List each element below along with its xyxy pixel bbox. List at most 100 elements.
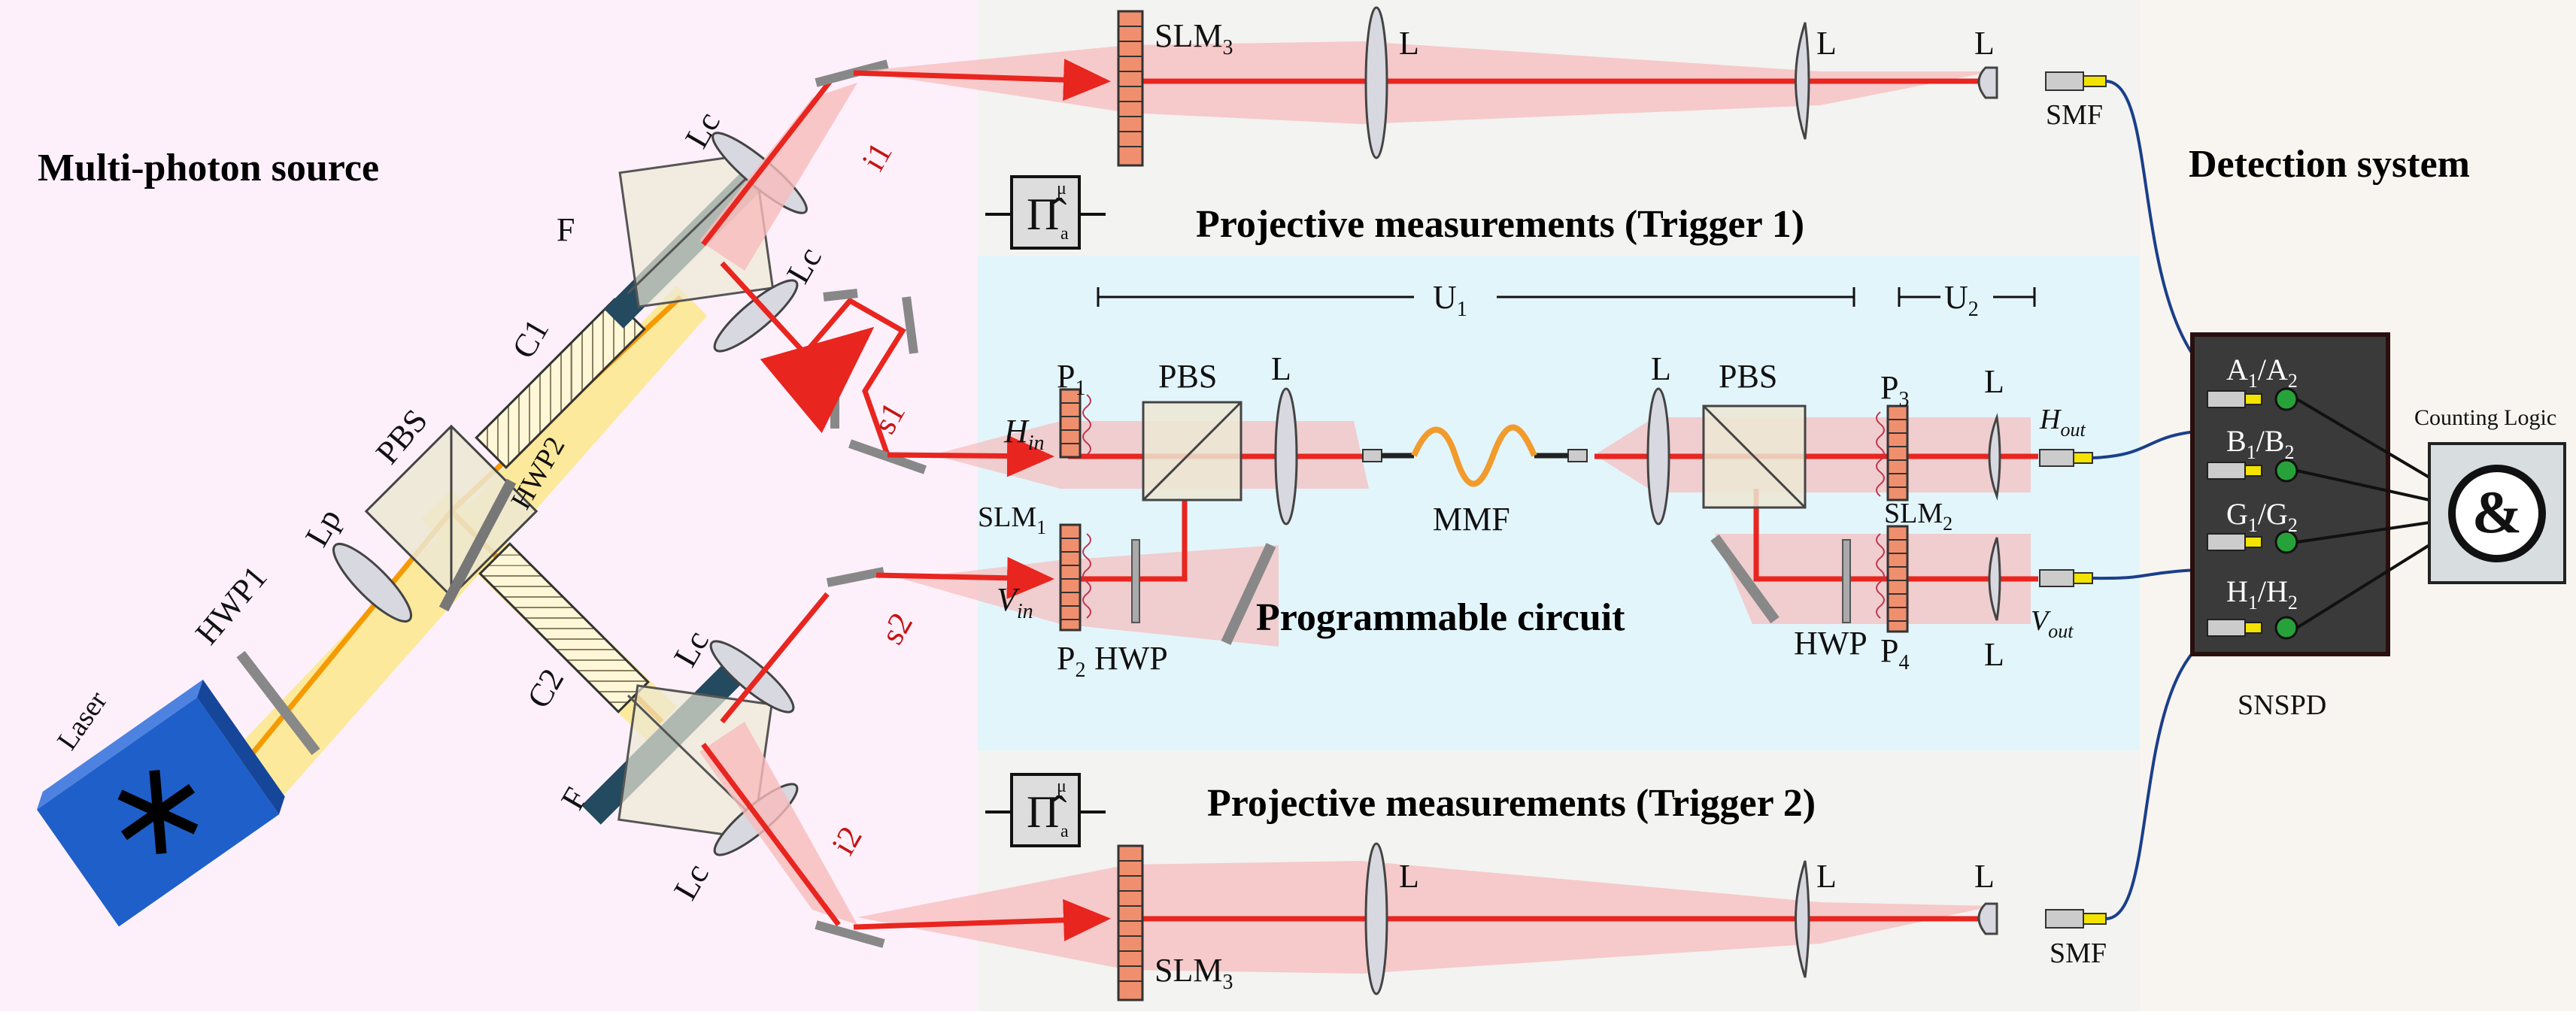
trigger1-lens-1-label: L	[1399, 25, 1419, 62]
lens-v-out-label: L	[1984, 636, 2004, 673]
pbs-in	[1142, 401, 1242, 501]
v-out-label: Vout	[2031, 605, 2074, 642]
p1-label: P1	[1057, 358, 1085, 400]
mirror-i1	[815, 59, 889, 87]
detector-h-label: H1/H2	[2226, 574, 2298, 614]
delay-mirror-1	[823, 289, 858, 301]
v-path-1	[1068, 500, 1188, 582]
v-in-beam	[875, 556, 1054, 599]
trigger1-lens-2-label: L	[1816, 25, 1837, 62]
u2-bracket	[1898, 287, 2036, 307]
lens-h-out	[1988, 413, 2001, 501]
p4-label: P4	[1880, 632, 1909, 674]
slm1-label: SLM1	[978, 501, 1046, 538]
proj-box-top: Π̂ μ a	[985, 175, 1106, 250]
lc-lens-c	[709, 640, 795, 714]
u1-bracket	[1097, 287, 1855, 307]
lens-in	[1274, 387, 1298, 526]
v-path-out	[1753, 489, 2038, 582]
trigger1-title: Projective measurements (Trigger 1)	[1196, 203, 1804, 246]
svg-text:a: a	[1060, 822, 1069, 841]
mmf-label: MMF	[1433, 501, 1510, 538]
trigger1-lens-2	[1795, 22, 1810, 140]
trigger1-lens-3-label: L	[1974, 25, 1995, 62]
hwp-out	[1842, 539, 1851, 623]
slm1	[1059, 388, 1091, 632]
trigger2-lens-2	[1795, 860, 1810, 978]
detector-b	[2207, 459, 2298, 483]
circuit-title: Programmable circuit	[1256, 596, 1625, 639]
f-top-label: F	[557, 211, 575, 248]
mirror-i2	[815, 920, 885, 948]
p3-label: P3	[1880, 369, 1909, 411]
trigger2-title: Projective measurements (Trigger 2)	[1207, 782, 1816, 825]
and-gate-icon	[2448, 465, 2546, 562]
trigger1-in-beam	[853, 59, 1111, 102]
lens-in-label: L	[1271, 350, 1291, 387]
v-in-label: Vin	[997, 581, 1033, 623]
logic-wires	[2295, 398, 2431, 629]
trigger2-in-beam	[853, 898, 1111, 941]
pbs-out-label: PBS	[1719, 358, 1777, 395]
hwp-in-label: HWP	[1094, 640, 1168, 677]
h-out-coupler	[2039, 449, 2093, 467]
svg-text:a: a	[1060, 224, 1069, 244]
pbs-in-label: PBS	[1158, 358, 1217, 395]
u2-label: U2	[1944, 279, 1979, 321]
p2-label: P2	[1057, 640, 1085, 682]
i2-beam-1	[701, 742, 841, 927]
i1-halo	[699, 83, 857, 271]
delay-arrow	[760, 326, 875, 434]
trigger2-lens-1	[1364, 842, 1388, 995]
smf-top-label: SMF	[2046, 99, 2103, 131]
slm3-bottom-label: SLM3	[1154, 952, 1233, 994]
trigger2-lens-3	[1977, 902, 1998, 935]
slm3-top	[1117, 10, 1144, 167]
slm2-label: SLM2	[1884, 498, 1952, 535]
u1-label: U1	[1433, 279, 1467, 321]
lc-lens-b	[713, 279, 799, 353]
detector-g-label: G1/G2	[2226, 497, 2298, 536]
slm2	[1876, 404, 1909, 633]
trigger1-lens-3	[1977, 66, 1998, 99]
trigger2-lens-3-label: L	[1974, 858, 1995, 895]
detector-a	[2207, 387, 2298, 411]
mirror-v-out	[1710, 534, 1780, 624]
delay-mirror-2	[902, 296, 918, 354]
s2-beam-1	[720, 592, 830, 724]
slm3-top-label: SLM3	[1154, 17, 1233, 59]
slm3-bottom	[1117, 844, 1144, 1001]
lens-v-out	[1988, 537, 2001, 621]
trigger2-lens-2-label: L	[1816, 858, 1837, 895]
pbs-out	[1702, 404, 1807, 509]
detector-g	[2207, 530, 2298, 554]
crystal-c2	[478, 542, 650, 714]
trigger1-lens-1	[1364, 6, 1388, 159]
proj-box-bottom: Π̂ μ a	[985, 773, 1106, 847]
source-pbs	[364, 424, 539, 598]
hwp2	[438, 478, 517, 612]
mirror-v-in	[1221, 543, 1276, 645]
h-in-label: Hin	[1003, 413, 1045, 455]
snspd-label: SNSPD	[2238, 689, 2326, 721]
hwp-in	[1131, 539, 1140, 623]
source-title: Multi-photon source	[38, 147, 379, 189]
v-out-coupler	[2039, 569, 2093, 587]
svg-text:μ: μ	[1057, 179, 1067, 198]
snspd-box	[2190, 332, 2390, 656]
h-out-label: Hout	[2039, 404, 2086, 441]
mirror-s2	[826, 567, 885, 587]
i2-halo	[699, 722, 857, 925]
detector-h	[2207, 616, 2298, 640]
detection-title: Detection system	[2189, 143, 2470, 186]
svg-text:μ: μ	[1057, 777, 1067, 796]
circuit-background	[978, 256, 2140, 750]
h-in-beam	[887, 435, 1054, 477]
counting-logic-label: Counting Logic	[2414, 405, 2556, 430]
hwp1	[236, 650, 320, 756]
hwp-out-label: HWP	[1794, 625, 1868, 662]
lens-h-out-label: L	[1984, 363, 2004, 400]
smf-bottom-label: SMF	[2050, 938, 2107, 969]
mmf	[1362, 424, 1588, 487]
